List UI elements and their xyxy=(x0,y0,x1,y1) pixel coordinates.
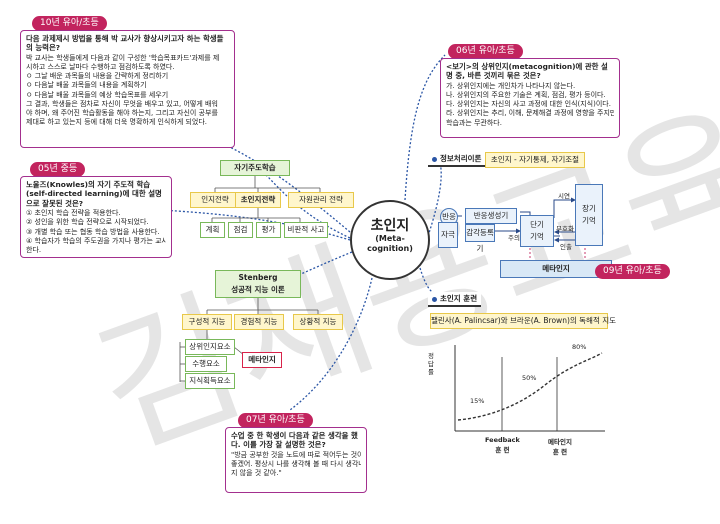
performance-curve xyxy=(457,352,603,421)
line: ① 초인지 학습 전략을 적용한다. xyxy=(26,209,121,218)
bullet-icon xyxy=(432,296,437,302)
line: 한다. xyxy=(26,246,42,255)
line: 가. 상위인지에는 개인차가 나타나지 않는다. xyxy=(446,81,576,90)
center-node: 초인지 (Meta- cognition) xyxy=(350,200,430,280)
monitor: 점검 xyxy=(228,222,253,238)
knowledge-acquisition-component: 지식획득요소 xyxy=(185,373,235,389)
sternberg-title-1: Stenberg xyxy=(238,273,278,282)
line: ③ 개별 학습 또는 협동 학습 방법을 사용한다. xyxy=(26,227,160,236)
info-label: 초인지 - 자기통제, 자기조절 xyxy=(485,152,585,168)
contextual-intelligence: 상황적 지능 xyxy=(293,314,343,330)
line: ② 성인을 위한 학습 전략으로 시작되었다. xyxy=(26,218,149,227)
tag-07: 07년 유아/초등 xyxy=(238,413,313,428)
info-title-text: 정보처리이론 xyxy=(440,154,482,163)
point-50: 50% xyxy=(522,374,537,382)
line: 그 결과, 학생들은 점차로 자신이 무엇을 배우고 있고, 어떻게 배워 xyxy=(26,99,218,108)
line: 제대로 하고 있는지 등에 대해 더욱 명확하게 인식하게 되었다. xyxy=(26,118,208,127)
link-q06 xyxy=(404,54,446,201)
question-box-06: <보기>의 상위인지(metacognition)에 관한 설명 중, 바른 것… xyxy=(440,58,620,138)
point-15: 15% xyxy=(470,397,485,405)
short-term-memory-box: 단기 기억 xyxy=(520,215,554,247)
question-10: 다음 과제제시 방법을 통해 박 교사가 향상시키고자 하는 학생들의 능력은? xyxy=(26,34,224,53)
cognitive-strategy: 인지전략 xyxy=(190,192,240,208)
tag-05: 05년 중등 xyxy=(30,162,86,177)
long-term-memory-box: 장기 기억 xyxy=(575,184,603,246)
graph-y-label: 정답률 xyxy=(428,352,434,376)
self-directed-title: 자기주도학습 xyxy=(220,160,290,176)
xlabel-feedback-2: 훈 련 xyxy=(495,446,510,454)
question-06: <보기>의 상위인지(metacognition)에 관한 설명 중, 바른 것… xyxy=(446,62,608,81)
question-07: 수업 중 한 학생이 다음과 같은 생각을 했다. 이를 가장 잘 설명한 것은… xyxy=(231,431,358,450)
response-generator-box: 반응생성기 xyxy=(465,208,517,224)
critical-thinking: 비판적 사고 xyxy=(284,222,328,238)
center-subtitle-1: (Meta- xyxy=(375,234,405,243)
question-05: 노울즈(Knowles)의 자기 주도적 학습(self-directed le… xyxy=(26,180,162,208)
link-sternberg xyxy=(274,251,353,286)
link-selfdirected xyxy=(257,167,351,239)
sensory-register-box: 감각등록기 xyxy=(465,224,495,253)
line: ㅇ 그날 배운 과목들의 내용을 간략하게 정리하기 xyxy=(26,72,169,81)
attention-label: 주의 xyxy=(508,234,520,242)
xlabel-feedback-1: Feedback xyxy=(485,436,520,444)
xlabel-metacognition: 메타인지 훈 련 xyxy=(548,436,572,456)
experiential-intelligence: 경험적 지능 xyxy=(234,314,284,330)
line: 다. 상위인지는 자신의 사고 과정에 대한 인식(지식)이다. xyxy=(446,100,611,109)
metacognition-box: 메타인지 xyxy=(500,260,612,278)
xlabel-meta-2: 훈 련 xyxy=(552,448,568,456)
training-title: 초인지 훈련 xyxy=(428,292,482,307)
line: ④ 학습자가 학습의 주도권을 가지나 평가는 교사가 xyxy=(26,236,166,245)
stm-1: 단기 xyxy=(530,220,544,229)
bullet-icon xyxy=(432,156,437,162)
line: 학습과는 무관하다. xyxy=(446,118,502,127)
stimulus-box: 자극 xyxy=(438,222,458,248)
training-graph xyxy=(454,345,605,432)
resource-management: 자원관리 전략 xyxy=(288,192,354,208)
sternberg-title: Stenberg 성공적 지능 이론 xyxy=(215,270,301,298)
tag-06: 06년 유아/초등 xyxy=(448,44,523,59)
line: "방금 공부한 것을 노트에 따로 적어두는 것이 xyxy=(231,450,361,459)
link-info xyxy=(427,157,442,237)
line: ㅇ 다음날 배울 과목들의 예상 학습목표를 세우기 xyxy=(26,90,169,99)
ltm-2: 기억 xyxy=(582,216,596,225)
line: 야 하며, 왜 주어진 학습활동을 해야 하는지, 그리고 자신이 공부를 xyxy=(26,109,218,118)
componential-intelligence: 구성적 지능 xyxy=(182,314,232,330)
xlabel-feedback: Feedback 훈 련 xyxy=(485,436,520,454)
line: ㅇ 다음날 배울 과목들의 내용을 계획하기 xyxy=(26,81,147,90)
metacognitive-strategy: 초인지전략 xyxy=(235,192,281,208)
encoding-label: 부호화 xyxy=(556,225,574,233)
performance-component: 수행요소 xyxy=(185,356,227,372)
link-q07 xyxy=(289,277,373,411)
center-subtitle-2: cognition) xyxy=(367,244,413,253)
line: 시하고 스스로 날마다 수행하고 점검하도록 하였다. xyxy=(26,63,175,72)
question-box-10: 다음 과제제시 방법을 통해 박 교사가 향상시키고자 하는 학생들의 능력은?… xyxy=(20,30,235,148)
question-box-07: 수업 중 한 학생이 다음과 같은 생각을 했다. 이를 가장 잘 설명한 것은… xyxy=(225,427,367,493)
training-desc: 팰린사(A. Palincsar)와 브라운(A. Brown)의 독해적 지도 xyxy=(430,313,616,329)
retrieval-label: 인출 xyxy=(560,243,572,251)
center-title: 초인지 xyxy=(370,218,410,234)
line: 나. 상위인지의 주요한 기술은 계획, 점검, 평가 등이다. xyxy=(446,91,606,100)
plan: 계획 xyxy=(200,222,225,238)
ltm-1: 장기 xyxy=(582,204,596,213)
line: 지 않을 것 같아." xyxy=(231,469,282,478)
question-box-05: 노울즈(Knowles)의 자기 주도적 학습(self-directed le… xyxy=(20,176,172,258)
stm-2: 기억 xyxy=(530,232,544,241)
line: 좋겠어. 평상시 나를 생각해 볼 때 다시 생각나 xyxy=(231,460,361,469)
xlabel-meta-1: 메타인지 xyxy=(548,438,572,446)
rehearsal-label: 시연 xyxy=(558,192,570,200)
point-80: 80% xyxy=(572,343,587,351)
info-processing-title: 정보처리이론 xyxy=(428,152,486,167)
sternberg-metacognition: 메타인지 xyxy=(242,352,282,368)
sternberg-title-2: 성공적 지능 이론 xyxy=(231,285,285,294)
tag-10: 10년 유아/초등 xyxy=(32,16,107,31)
line: 박 교사는 학생들에게 다음과 같이 구성한 '학습목표카드'과제를 제 xyxy=(26,53,220,62)
metacomponent: 상위인지요소 xyxy=(185,339,235,355)
line: 라. 상위인지는 추리, 이해, 문제해결 과정에 영향을 주지만, xyxy=(446,109,614,118)
training-title-text: 초인지 훈련 xyxy=(440,294,478,303)
evaluate: 평가 xyxy=(256,222,281,238)
tag-09: 09년 유아/초등 xyxy=(595,264,670,279)
link-q10 xyxy=(214,139,351,233)
